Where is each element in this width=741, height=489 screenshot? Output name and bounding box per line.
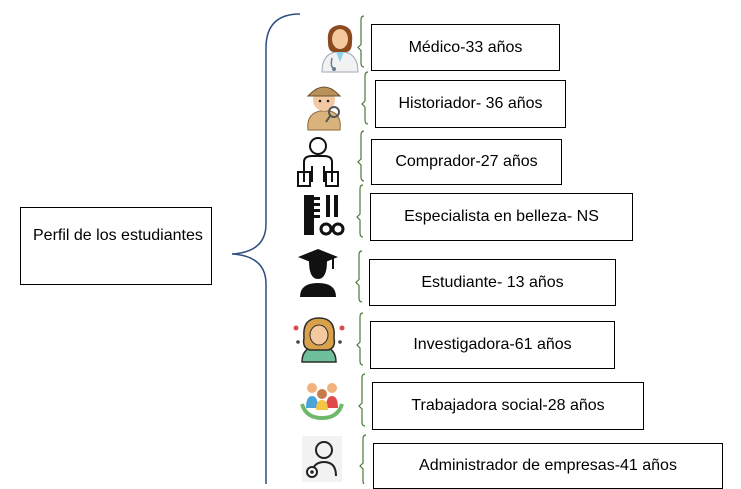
shopper-icon — [297, 137, 339, 187]
business-admin-icon — [302, 436, 342, 482]
profile-box: Investigadora-61 años — [370, 321, 615, 369]
profile-label: Comprador-27 años — [395, 153, 538, 170]
profile-box: Trabajadora social-28 años — [372, 382, 644, 430]
doctor-icon — [321, 25, 359, 73]
profile-box: Médico-33 años — [371, 24, 560, 71]
item-bracket — [356, 184, 364, 238]
profile-box: Comprador-27 años — [371, 139, 562, 185]
main-bracket — [231, 13, 301, 484]
root-label: Perfil de los estudiantes — [33, 227, 203, 244]
profile-label: Estudiante- 13 años — [421, 273, 564, 291]
graduate-icon — [298, 249, 338, 297]
item-bracket — [358, 373, 366, 427]
profile-label: Investigadora-61 años — [413, 336, 572, 353]
root-node: Perfil de los estudiantes — [20, 207, 212, 285]
profile-label: Especialista en belleza- NS — [404, 208, 599, 225]
profile-label: Médico-33 años — [408, 38, 523, 56]
beauty-tools-icon — [304, 195, 345, 236]
profile-label: Trabajadora social-28 años — [411, 397, 605, 414]
researcher-icon — [293, 317, 345, 363]
item-bracket — [357, 15, 365, 68]
profile-box: Especialista en belleza- NS — [370, 193, 633, 241]
item-bracket — [359, 434, 367, 484]
profile-box: Estudiante- 13 años — [369, 259, 616, 306]
item-bracket — [356, 312, 364, 366]
profile-box: Administrador de empresas-41 años — [373, 443, 723, 489]
profile-box: Historiador- 36 años — [375, 80, 566, 128]
social-worker-icon — [300, 383, 344, 421]
detective-icon — [306, 86, 342, 131]
item-bracket — [357, 130, 365, 182]
item-bracket — [355, 250, 363, 303]
profile-label: Historiador- 36 años — [398, 95, 543, 112]
item-bracket — [361, 71, 369, 125]
profile-label: Administrador de empresas-41 años — [419, 457, 677, 474]
